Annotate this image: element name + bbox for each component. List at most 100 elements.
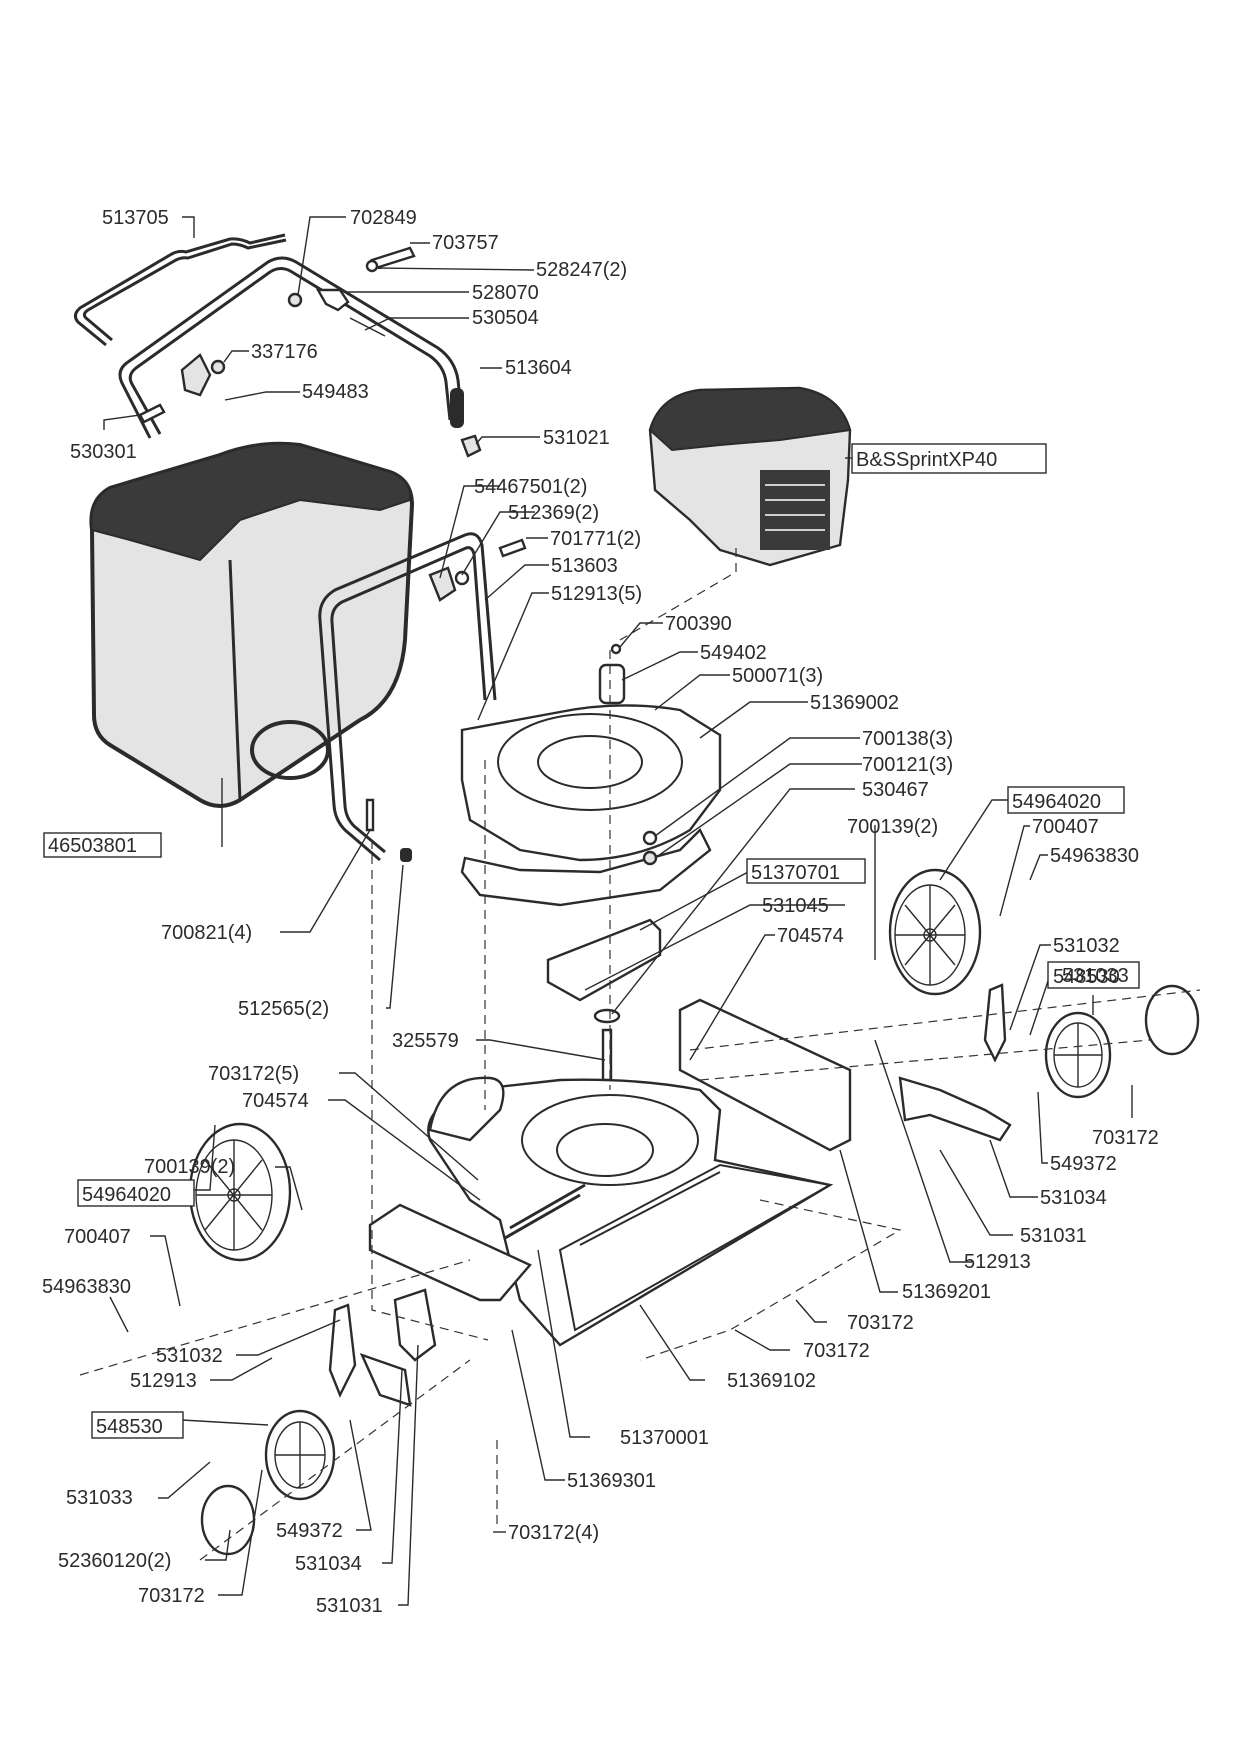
label-701771[interactable]: 701771(2) <box>550 528 641 550</box>
label-boxes <box>43 443 1140 1439</box>
hubcap-right-part <box>1144 984 1200 1056</box>
label-512913-right[interactable]: 512913 <box>964 1251 1031 1273</box>
label-549372-left[interactable]: 549372 <box>276 1520 343 1542</box>
label-700407-left[interactable]: 700407 <box>64 1226 131 1248</box>
label-52360120[interactable]: 52360120(2) <box>58 1550 171 1572</box>
label-703172-b[interactable]: 703172 <box>803 1340 870 1362</box>
grass-bag-opening <box>250 720 330 780</box>
label-54963830-left[interactable]: 54963830 <box>42 1276 131 1298</box>
screw-703757-part <box>370 246 416 270</box>
label-513603[interactable]: 513603 <box>551 555 618 577</box>
bracket-right-part <box>898 1076 1012 1142</box>
label-51369301[interactable]: 51369301 <box>567 1470 656 1492</box>
grass-bag-top <box>90 442 412 562</box>
label-700407-right[interactable]: 700407 <box>1032 816 1099 838</box>
nut-337176-part <box>210 359 226 375</box>
washer-528247-part <box>365 259 379 273</box>
label-700139-right[interactable]: 700139(2) <box>847 816 938 838</box>
wheel-right-label-box <box>1007 786 1125 814</box>
cap-512565-part <box>400 848 412 862</box>
label-703757[interactable]: 703757 <box>432 232 499 254</box>
label-700390[interactable]: 700390 <box>665 613 732 635</box>
label-704574-left[interactable]: 704574 <box>242 1090 309 1112</box>
label-512913-left[interactable]: 512913 <box>130 1370 197 1392</box>
label-531032-left[interactable]: 531032 <box>156 1345 223 1367</box>
fan-housing-lower-flange <box>460 827 712 907</box>
label-700821[interactable]: 700821(4) <box>161 922 252 944</box>
label-531033-left[interactable]: 531033 <box>66 1487 133 1509</box>
label-702849[interactable]: 702849 <box>350 207 417 229</box>
label-703172-right[interactable]: 703172 <box>1092 1127 1159 1149</box>
label-530301[interactable]: 530301 <box>70 441 137 463</box>
engine-artwork <box>648 386 852 567</box>
lower-handle <box>318 532 497 862</box>
label-51370701[interactable]: 51370701 <box>751 862 840 884</box>
label-549483[interactable]: 549483 <box>302 381 369 403</box>
lever-right-part <box>983 983 1007 1063</box>
label-500071[interactable]: 500071(3) <box>732 665 823 687</box>
label-530504[interactable]: 530504 <box>472 307 539 329</box>
part-labels: 513705 702849 703757 528247(2) 528070 53… <box>42 207 1159 1617</box>
label-531034-left[interactable]: 531034 <box>295 1553 362 1575</box>
chute-part <box>546 918 662 1002</box>
label-528247[interactable]: 528247(2) <box>536 259 627 281</box>
clip-531021-part <box>460 434 482 458</box>
base-ring <box>521 1094 699 1186</box>
label-548530-left[interactable]: 548530 <box>96 1416 163 1438</box>
label-54964020-left[interactable]: 54964020 <box>82 1184 171 1206</box>
wheel-right-large-artwork <box>888 868 982 996</box>
label-531034-right[interactable]: 531034 <box>1040 1187 1107 1209</box>
label-512369[interactable]: 512369(2) <box>508 502 599 524</box>
label-54963830-right[interactable]: 54963830 <box>1050 845 1139 867</box>
bag-label-box <box>43 832 162 858</box>
label-54467501[interactable]: 54467501(2) <box>474 476 587 498</box>
axle-rod-part <box>504 1183 586 1240</box>
label-549402[interactable]: 549402 <box>700 642 767 664</box>
label-531045[interactable]: 531045 <box>762 895 829 917</box>
chute-label-box <box>746 858 866 884</box>
label-51369102[interactable]: 51369102 <box>727 1370 816 1392</box>
knob-54467501-part <box>428 566 457 602</box>
label-513705[interactable]: 513705 <box>102 207 169 229</box>
label-51369002[interactable]: 51369002 <box>810 692 899 714</box>
label-54964020-right[interactable]: 54964020 <box>1012 791 1101 813</box>
label-531031-right[interactable]: 531031 <box>1020 1225 1087 1247</box>
label-700121[interactable]: 700121(3) <box>862 754 953 776</box>
label-512565[interactable]: 512565(2) <box>238 998 329 1020</box>
middle-handle-inner <box>128 267 452 435</box>
label-703172-4[interactable]: 703172(4) <box>508 1522 599 1544</box>
label-51369201[interactable]: 51369201 <box>902 1281 991 1303</box>
label-703172-left[interactable]: 703172 <box>138 1585 205 1607</box>
label-531031-left[interactable]: 531031 <box>316 1595 383 1617</box>
screw-701771-part <box>498 538 527 558</box>
clip-702849-part <box>287 292 303 308</box>
label-512913-5[interactable]: 512913(5) <box>551 583 642 605</box>
label-531033-right[interactable]: 531033 <box>1062 965 1129 987</box>
plate-left-part <box>393 1288 437 1362</box>
washer-512369-part <box>454 570 470 586</box>
label-700138[interactable]: 700138(3) <box>862 728 953 750</box>
nut-700121-part <box>642 850 658 866</box>
label-51370001[interactable]: 51370001 <box>620 1427 709 1449</box>
label-548530-right[interactable]: 548530 <box>1053 966 1120 988</box>
label-703172-a[interactable]: 703172 <box>847 1312 914 1334</box>
label-528070[interactable]: 528070 <box>472 282 539 304</box>
label-704574-right[interactable]: 704574 <box>777 925 844 947</box>
label-703172-5[interactable]: 703172(5) <box>208 1063 299 1085</box>
label-337176[interactable]: 337176 <box>251 341 318 363</box>
label-531032-right[interactable]: 531032 <box>1053 935 1120 957</box>
label-531021[interactable]: 531021 <box>543 427 610 449</box>
cable-530504-part <box>349 317 386 337</box>
wheel-small-right-label-box <box>1047 961 1140 989</box>
label-513604[interactable]: 513604 <box>505 357 572 379</box>
label-530467[interactable]: 530467 <box>862 779 929 801</box>
grass-bag-edge <box>228 559 242 801</box>
label-700139-left[interactable]: 700139(2) <box>144 1156 235 1178</box>
label-46503801[interactable]: 46503801 <box>48 835 137 857</box>
label-549372-right[interactable]: 549372 <box>1050 1153 1117 1175</box>
label-engine[interactable]: B&SSprintXP40 <box>856 449 997 471</box>
label-325579[interactable]: 325579 <box>392 1030 459 1052</box>
wheel-left-label-box <box>77 1179 195 1207</box>
cable-bracket-part <box>180 353 212 397</box>
base-funnel <box>558 1163 833 1332</box>
